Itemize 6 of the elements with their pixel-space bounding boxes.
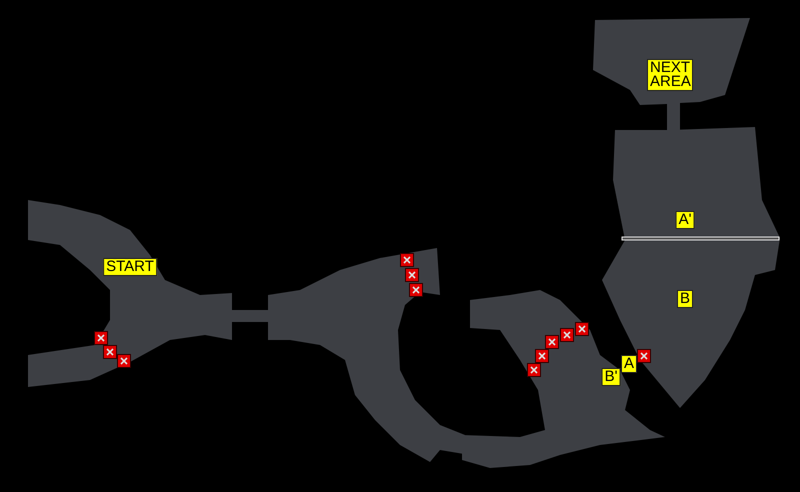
- map-label: NEXT AREA: [647, 59, 693, 91]
- map-label: B: [677, 290, 693, 308]
- map-label: B': [602, 368, 620, 386]
- map-label: A: [621, 355, 637, 373]
- map-label: START: [103, 258, 157, 276]
- map-label: A': [676, 211, 694, 229]
